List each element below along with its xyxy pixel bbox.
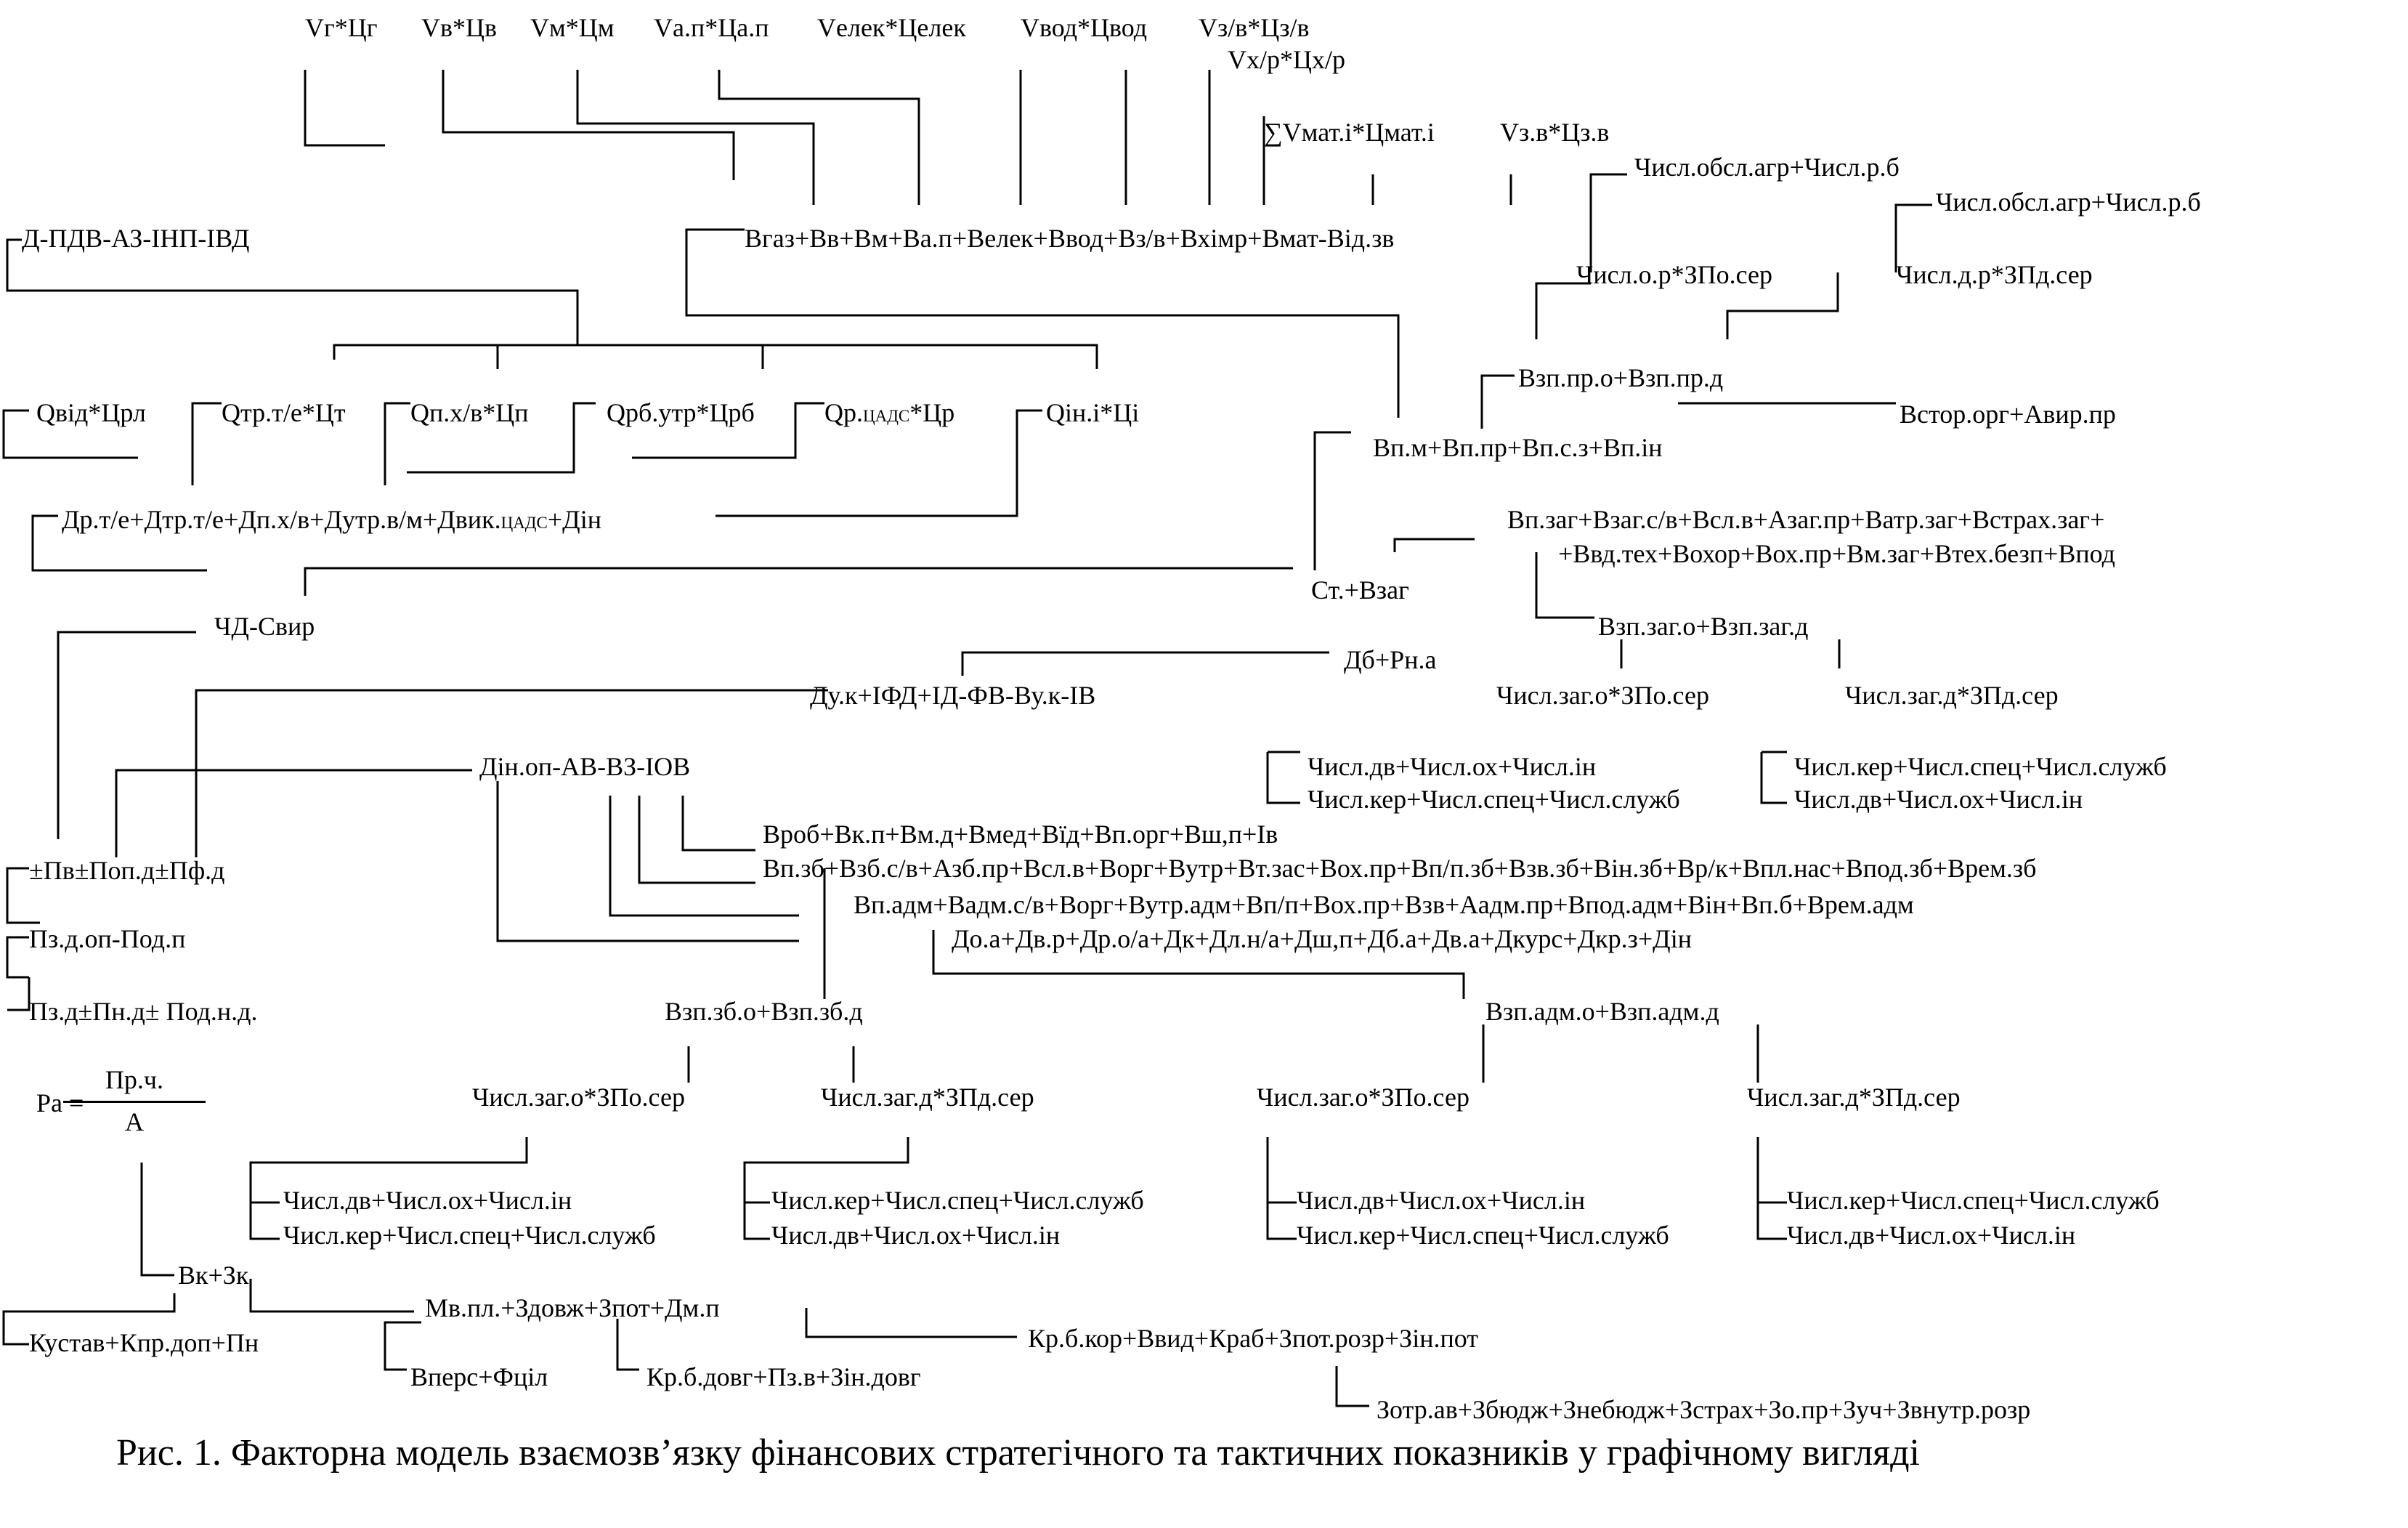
ra-denominator: А: [125, 1107, 144, 1136]
fraction-bar: [63, 1101, 206, 1103]
admin-aux-salary: Числ.заг.д*ЗПд.сер: [1747, 1083, 1961, 1112]
spare-parts-volume-price: Vз/в*Цз/в: [1199, 13, 1310, 42]
storage-organization-sum: Встор.орг+Авир.пр: [1900, 400, 2116, 429]
figure-caption: Рис. 1. Факторна модель взаємозв’язку фі…: [116, 1432, 1920, 1474]
water-volume-price: Vв*Цв: [421, 13, 497, 42]
sales-o-managers: Числ.кер+Числ.спец+Числ.служб: [283, 1221, 656, 1250]
ra-numerator: Пр.ч.: [105, 1065, 164, 1094]
general-aux-salary: Числ.заг.д*ЗПд.сер: [1845, 681, 2059, 710]
vpzb-formula: Вп.зб+Взб.с/в+Азб.пр+Всл.в+Ворг+Вутр+Вт.…: [763, 854, 2037, 883]
q-in-price: Qін.і*Ці: [1046, 398, 1140, 427]
sales-o-workers: Числ.дв+Числ.ох+Числ.ін: [283, 1186, 572, 1215]
do-a-formula: До.а+Дв.р+Др.о/а+Дк+Дл.н/а+Дш,п+Дб.а+Дв.…: [952, 924, 1693, 953]
vpers-formula: Вперс+Фціл: [410, 1362, 548, 1391]
q-px-price: Qп.х/в*Цп: [410, 398, 529, 427]
water-supply-volume-price: Vвод*Цвод: [1021, 13, 1148, 42]
spare-parts-2-volume-price: Vз.в*Цз.в: [1500, 118, 1610, 147]
sales-main-salary: Числ.заг.о*ЗПо.сер: [472, 1083, 685, 1112]
headcount-managers-b: Числ.кер+Числ.спец+Числ.служб: [1794, 752, 2167, 781]
admin-o-managers: Числ.кер+Числ.спец+Числ.служб: [1297, 1221, 1669, 1250]
headcount-workers-b: Числ.дв+Числ.ох+Числ.ін: [1794, 785, 2083, 814]
krb-dovg-formula: Кр.б.довг+Пз.в+Зін.довг: [646, 1362, 921, 1391]
q-r-price: Qр.ЦАДС*Цр: [824, 398, 955, 427]
vpm-formula: Вп.м+Вп.пр+Вп.с.з+Вп.ін: [1373, 433, 1663, 462]
ap-volume-price: Vа.п*Ца.п: [654, 13, 769, 42]
db-rna-formula: Дб+Рн.а: [1344, 645, 1437, 674]
q-tr-price: Qтр.т/е*Цт: [222, 398, 346, 427]
materials-volume-price: ∑Vмат.і*Цмат.і: [1264, 118, 1435, 147]
electricity-volume-price: Vелек*Целек: [817, 13, 966, 42]
sales-d-managers: Числ.кер+Числ.спец+Числ.служб: [771, 1186, 1144, 1215]
dr-formula: Др.т/е+Дтр.т/е+Дп.х/в+Дутр.в/м+Двик.ЦАДС…: [62, 505, 601, 534]
aux-workers-salary: Числ.д.р*ЗПд.сер: [1896, 260, 2093, 289]
service-agr-count-1: Числ.обсл.агр+Числ.р.б: [1634, 153, 1900, 182]
general-main-salary: Числ.заг.о*ЗПо.сер: [1496, 681, 1709, 710]
main-workers-salary: Числ.о.р*ЗПо.сер: [1576, 260, 1773, 289]
du-k-formula: Ду.к+ІФД+ІД-ФВ-Ву.к-ІВ: [810, 681, 1096, 710]
service-agr-count-2: Числ.обсл.агр+Числ.р.б: [1936, 187, 2201, 217]
headcount-managers-a: Числ.кер+Числ.спец+Числ.служб: [1308, 785, 1680, 814]
headcount-workers-a: Числ.дв+Числ.ох+Числ.ін: [1308, 752, 1597, 781]
admin-d-workers: Числ.дв+Числ.ох+Числ.ін: [1787, 1221, 2076, 1250]
q-vid-price: Qвід*Црл: [36, 398, 146, 427]
krb-kor-formula: Кр.б.кор+Ввид+Краб+Зпот.розр+Зін.пот: [1028, 1324, 1478, 1353]
zotr-formula: Зотр.ав+Збюдж+Знебюдж+Зстрах+Зо.пр+Зуч+З…: [1377, 1395, 2031, 1424]
vrob-formula: Вроб+Вк.п+Вм.д+Вмед+Вїд+Вп.орг+Вш,п+Ів: [763, 820, 1278, 849]
d-pdv-formula: Д-ПДВ-АЗ-ІНП-ІВД: [22, 224, 250, 253]
st-vzag-formula: Ст.+Взаг: [1311, 575, 1409, 605]
vpzag-formula-line1: Вп.заг+Взаг.с/в+Всл.в+Азаг.пр+Ватр.заг+В…: [1507, 505, 2105, 534]
production-salary-sum: Взп.пр.о+Взп.пр.д: [1518, 363, 1724, 392]
sales-d-workers: Числ.дв+Числ.ох+Числ.ін: [771, 1221, 1061, 1250]
pv-pop-formula: ±Пв±Поп.д±Пф.д: [29, 856, 225, 885]
pz-d-formula: Пз.д±Пн.д± Под.н.д.: [29, 997, 258, 1026]
vk-zk-formula: Вк+Зк: [178, 1261, 249, 1290]
mv-pl-formula: Мв.пл.+Здовж+Зпот+Дм.п: [425, 1293, 720, 1322]
kustav-formula: Кустав+Кпр.доп+Пн: [29, 1328, 259, 1357]
gas-volume-price: Vг*Цг: [305, 13, 378, 42]
chd-svyr-formula: ЧД-Свир: [214, 612, 315, 641]
admin-o-workers: Числ.дв+Числ.ох+Числ.ін: [1297, 1186, 1586, 1215]
sales-aux-salary: Числ.заг.д*ЗПд.сер: [821, 1083, 1034, 1112]
q-rb-price: Qрб.утр*Црб: [607, 398, 755, 427]
sales-salary-sum: Взп.зб.о+Взп.зб.д: [665, 997, 863, 1026]
chemicals-volume-price: Vх/р*Цх/р: [1228, 45, 1345, 74]
pz-d-op-formula: Пз.д.оп-Под.п: [29, 924, 186, 953]
vpzag-formula-line2: +Ввд.тех+Вохор+Вох.пр+Вм.заг+Втех.безп+В…: [1558, 539, 2115, 568]
vgaz-formula: Вгаз+Вв+Вм+Ва.п+Велек+Ввод+Вз/в+Вхімр+Вм…: [745, 224, 1395, 253]
oil-volume-price: Vм*Цм: [530, 13, 615, 42]
admin-main-salary: Числ.заг.о*ЗПо.сер: [1257, 1083, 1469, 1112]
vpadm-formula: Вп.адм+Вадм.с/в+Ворг+Вутр.адм+Вп/п+Вох.п…: [854, 890, 1914, 919]
ra-label: Ра =: [36, 1088, 84, 1117]
admin-d-managers: Числ.кер+Числ.спец+Числ.служб: [1787, 1186, 2160, 1215]
admin-salary-sum: Взп.адм.о+Взп.адм.д: [1485, 997, 1719, 1026]
general-salary-sum: Взп.заг.о+Взп.заг.д: [1598, 612, 1809, 641]
din-op-formula: Дін.оп-АВ-ВЗ-ІОВ: [479, 752, 691, 781]
